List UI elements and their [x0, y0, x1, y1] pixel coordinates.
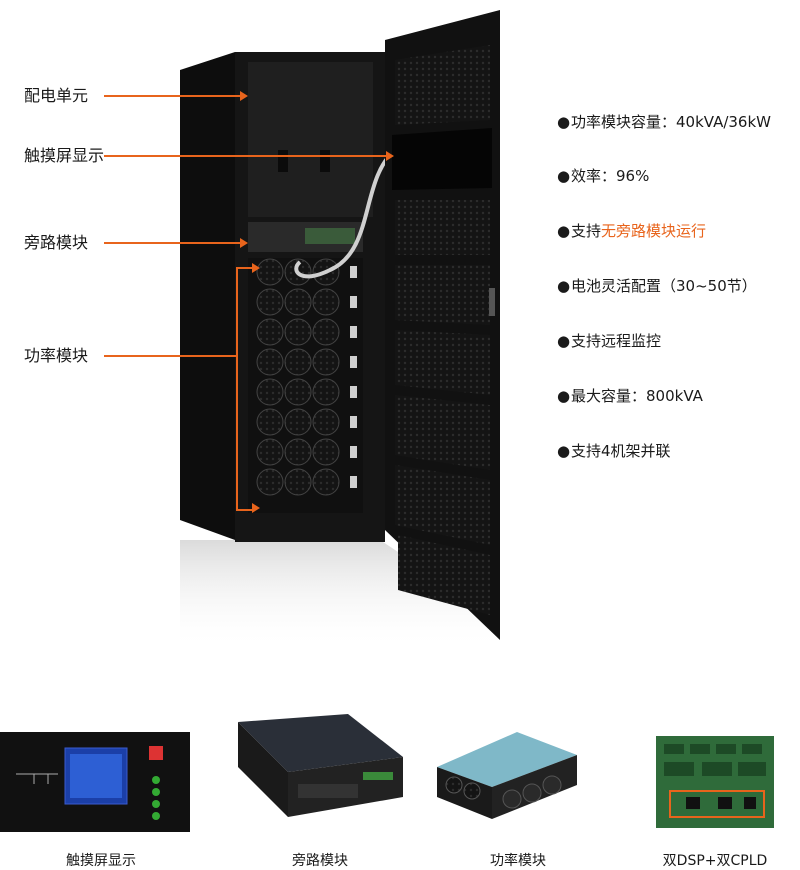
feature-item: ●功率模块容量：40kVA/36kW: [557, 113, 771, 131]
distribution-unit: [248, 62, 373, 217]
feature-item: ●电池灵活配置（30~50节）: [557, 277, 757, 295]
arrow-right-icon: [386, 151, 394, 161]
cabinet-side-panel: [180, 52, 235, 540]
control-board-thumbnail: [656, 736, 774, 828]
callout-bypass-module: 旁路模块: [24, 233, 89, 252]
arrow-right-icon: [240, 91, 248, 101]
thumbnail-label: 触摸屏显示: [66, 853, 136, 869]
feature-item: ●支持远程监控: [557, 332, 662, 350]
arrow-right-icon: [252, 503, 260, 513]
feature-item: ●最大容量：800kVA: [557, 387, 703, 405]
thumbnail-label: 双DSP+双CPLD: [662, 853, 768, 869]
thumbnail-label: 旁路模块: [292, 853, 348, 869]
arrow-right-icon: [252, 263, 260, 273]
thumbnail-label: 功率模块: [490, 853, 546, 869]
callout-leader-line: [104, 242, 240, 244]
callout-leader-line: [104, 95, 240, 97]
power-modules: [248, 258, 363, 513]
feature-item: ●效率：96%: [557, 167, 650, 185]
callout-touch-screen: 触摸屏显示: [24, 146, 105, 165]
bypass-module-thumbnail: [238, 714, 403, 817]
feature-item: ●支持无旁路模块运行: [557, 222, 707, 240]
callout-leader-line: [104, 355, 238, 357]
feature-highlight: 无旁路模块运行: [601, 222, 707, 240]
callout-leader-line: [104, 155, 386, 157]
callout-power-module: 功率模块: [24, 346, 89, 365]
power-module-thumbnail: [437, 732, 577, 819]
arrow-right-icon: [240, 238, 248, 248]
touch-screen-panel: [392, 128, 492, 190]
feature-item: ●支持4机架并联: [557, 442, 671, 460]
power-module-bracket: [236, 267, 254, 511]
touch-screen-thumbnail: [0, 732, 190, 832]
ups-cabinet-illustration: [180, 10, 500, 650]
callout-distribution-unit: 配电单元: [24, 86, 89, 105]
